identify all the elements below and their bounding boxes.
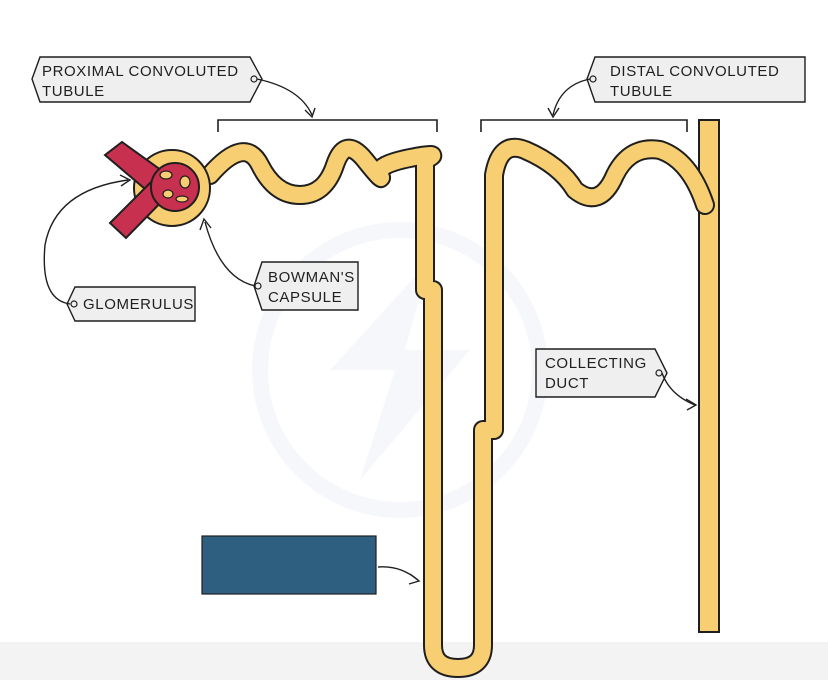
- collecting-duct: [698, 119, 720, 633]
- arrow-glomerulus: [43, 179, 129, 305]
- label-bowmans-capsule: BOWMAN'S CAPSULE: [253, 261, 359, 311]
- arrow-hidden-label: [377, 566, 419, 581]
- arrow-proximal: [256, 78, 313, 116]
- nephron-tubule: [200, 137, 715, 678]
- bottom-band: [0, 642, 828, 680]
- distal-bracket: [480, 119, 688, 132]
- label-proximal-line2: TUBULE: [42, 83, 105, 100]
- arrow-distal: [552, 78, 591, 116]
- label-collecting-line2: DUCT: [545, 375, 589, 392]
- label-glomerulus-text: GLOMERULUS: [83, 296, 194, 313]
- label-collecting-line1: COLLECTING: [545, 355, 647, 372]
- glomerulus-knot: [150, 162, 200, 212]
- label-distal-line1: DISTAL CONVOLUTED: [610, 63, 779, 80]
- label-bowmans-line2: CAPSULE: [268, 289, 342, 306]
- label-distal-convoluted-tubule: DISTAL CONVOLUTED TUBULE: [586, 56, 806, 103]
- arrow-collecting: [661, 372, 696, 406]
- proximal-bracket: [217, 119, 438, 132]
- label-distal-line2: TUBULE: [610, 83, 673, 100]
- arrow-bowmans: [204, 221, 256, 287]
- label-proximal-convoluted-tubule: PROXIMAL CONVOLUTED TUBULE: [31, 56, 263, 103]
- hidden-label-box: [201, 535, 377, 595]
- label-collecting-duct: COLLECTING DUCT: [535, 348, 668, 398]
- label-bowmans-line1: BOWMAN'S: [268, 269, 355, 286]
- label-glomerulus: GLOMERULUS: [66, 286, 196, 322]
- label-proximal-line1: PROXIMAL CONVOLUTED: [42, 63, 239, 80]
